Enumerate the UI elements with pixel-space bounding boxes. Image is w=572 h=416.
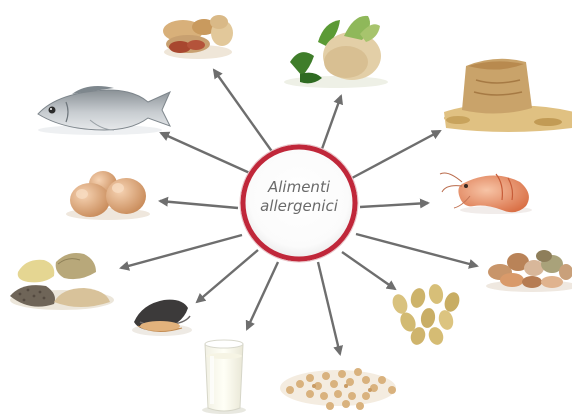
arrow-to-shrimp bbox=[360, 203, 428, 207]
milk-glass-image bbox=[202, 340, 246, 414]
soy-beans-image bbox=[280, 368, 396, 410]
arrow-to-milk bbox=[247, 262, 278, 329]
eggs-image bbox=[66, 171, 150, 220]
center-label: Alimenti allergenici bbox=[246, 178, 352, 216]
arrow-to-cereals bbox=[352, 131, 440, 178]
arrow-to-nuts bbox=[356, 234, 477, 266]
shrimp-image bbox=[440, 173, 532, 214]
seeds-and-flour-image bbox=[10, 253, 114, 310]
arrow-to-soy bbox=[318, 262, 340, 354]
cereals-sack-image bbox=[444, 59, 572, 132]
celery-image bbox=[284, 16, 388, 88]
mussel-image bbox=[132, 300, 192, 336]
arrow-to-eggs bbox=[160, 201, 238, 208]
peanuts-image bbox=[163, 15, 233, 59]
arrow-to-almonds bbox=[342, 252, 395, 289]
center-label-line2: allergenici bbox=[246, 197, 352, 216]
fish-image bbox=[38, 86, 170, 135]
center-label-line1: Alimenti bbox=[246, 178, 352, 197]
nuts-image bbox=[486, 250, 572, 292]
almonds-image bbox=[390, 283, 462, 347]
arrow-to-mussel bbox=[197, 250, 258, 302]
arrow-to-fish bbox=[161, 133, 252, 174]
arrow-to-seeds bbox=[121, 235, 242, 268]
arrow-to-peanuts bbox=[214, 70, 278, 160]
